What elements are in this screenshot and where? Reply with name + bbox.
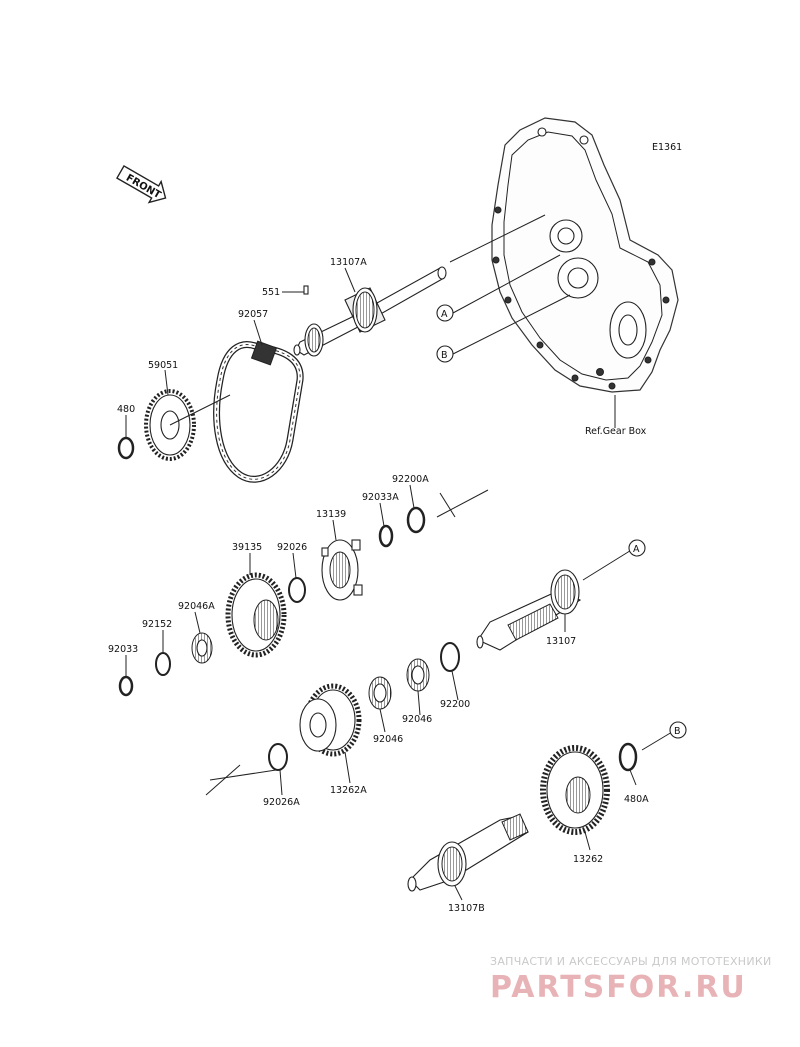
callout-b-top: B <box>436 345 454 363</box>
label-92033: 92033 <box>108 644 138 655</box>
washer-92026A <box>268 743 288 771</box>
label-480: 480 <box>117 404 135 415</box>
circlip-92033 <box>118 675 134 697</box>
shaft-13107A <box>293 266 447 357</box>
label-92026: 92026 <box>277 542 307 553</box>
label-92033A: 92033A <box>362 492 399 503</box>
label-92200: 92200 <box>440 699 470 710</box>
front-arrow-icon: FRONT <box>116 164 167 204</box>
ref-gear-box-label: Ref.Gear Box <box>585 426 647 437</box>
gear-13262 <box>540 745 610 835</box>
needle-bearing-92046-a <box>406 658 430 692</box>
label-13107B: 13107B <box>448 903 485 914</box>
callout-a-mid: A <box>628 539 646 557</box>
svg-text:B: B <box>441 350 448 361</box>
shaft-13107 <box>476 569 582 651</box>
label-13262: 13262 <box>573 854 603 865</box>
callout-a-top: A <box>436 304 454 322</box>
label-92152: 92152 <box>142 619 172 630</box>
gear-39135 <box>225 572 287 658</box>
gear-13262A <box>299 683 362 757</box>
label-59051: 59051 <box>148 360 178 371</box>
label-92026A: 92026A <box>263 797 300 808</box>
callout-b-mid: B <box>669 721 687 739</box>
label-92057: 92057 <box>238 309 268 320</box>
washer-92026 <box>288 577 306 603</box>
watermark-tagline: ЗАПЧАСТИ И АКСЕССУАРЫ ДЛЯ МОТОТЕХНИКИ <box>490 955 772 968</box>
dog-clutch-13139 <box>321 539 363 601</box>
label-92046A: 92046A <box>178 601 215 612</box>
label-92046-b: 92046 <box>373 734 403 745</box>
circlip-92033A <box>378 524 394 548</box>
label-92200A: 92200A <box>392 474 429 485</box>
pin-551 <box>303 285 309 295</box>
diagram-id: E1361 <box>652 142 682 153</box>
needle-bearing-92046-b <box>368 676 392 710</box>
label-13107: 13107 <box>546 636 576 647</box>
gear-box-housing <box>491 117 679 393</box>
circlip-480A <box>618 742 638 772</box>
washer-92200 <box>440 642 460 672</box>
label-13262A: 13262A <box>330 785 367 796</box>
watermark-brand: PARTSFOR.RU <box>490 970 747 1005</box>
label-480A: 480A <box>624 794 649 805</box>
label-39135: 39135 <box>232 542 262 553</box>
circlip-92200A <box>406 506 426 534</box>
label-92046-a: 92046 <box>402 714 432 725</box>
svg-text:B: B <box>674 726 681 737</box>
svg-text:A: A <box>633 544 640 555</box>
washer-92152 <box>155 652 171 676</box>
label-551: 551 <box>262 287 280 298</box>
svg-text:A: A <box>441 309 448 320</box>
label-13139: 13139 <box>316 509 346 520</box>
needle-bearing-92046A <box>191 632 213 664</box>
shaft-13107B <box>407 813 529 892</box>
leader-lines <box>125 214 673 901</box>
drive-chain-92057 <box>213 340 304 483</box>
circlip-480 <box>117 436 135 460</box>
label-13107A: 13107A <box>330 257 367 268</box>
